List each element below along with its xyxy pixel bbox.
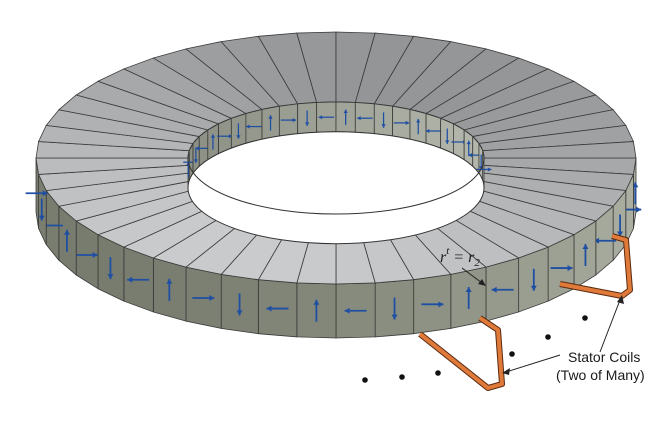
magnet-arrow-head: [468, 153, 472, 158]
coil-leader-1-arrow: [502, 368, 510, 375]
magnet-arrow-head: [567, 265, 573, 272]
magnet-arrow-head: [357, 116, 361, 121]
magnet-arrow-head: [438, 301, 444, 308]
magnet-arrow-head: [344, 307, 350, 314]
magnet-arrow-head: [209, 295, 215, 302]
magnet-arrow-head: [292, 117, 297, 123]
magnet-arrow-head: [530, 285, 537, 291]
magnet-arrow-head: [632, 182, 639, 188]
magnet-arrow-head: [313, 299, 320, 305]
radius-label: rt = r2: [440, 245, 480, 269]
magnet-arrow-head: [343, 109, 348, 114]
coil-leader-2-arrow: [617, 295, 624, 304]
magnet-arrow-head: [491, 286, 497, 293]
dot: [362, 377, 368, 383]
coil-leader-1: [505, 354, 561, 373]
magnet-arrow-head: [127, 276, 133, 283]
radius-leader: [461, 267, 483, 284]
label-leaders: [461, 267, 624, 375]
dot: [509, 351, 515, 357]
coil-leader-2: [599, 299, 621, 353]
dot: [582, 315, 588, 321]
magnet-arrow-head: [445, 140, 450, 144]
svg-text:rt = r2: rt = r2: [440, 245, 480, 269]
stator-coils-label: Stator Coils: [568, 349, 640, 365]
magnet-arrow-head: [318, 115, 323, 120]
stator-coil: [559, 234, 632, 298]
magnet-arrow-head: [268, 115, 273, 119]
magnet-arrow-head: [236, 135, 241, 139]
magnet-arrow-head: [466, 140, 471, 145]
magnet-arrow-head: [38, 215, 45, 221]
radius-superscript: t: [446, 245, 450, 257]
hole-rim: [187, 157, 485, 215]
more-coils-dots: [362, 315, 588, 383]
magnet-arrow-head: [63, 229, 70, 235]
radius-subscript: 2: [474, 257, 480, 269]
outer-side-wall: [25, 157, 642, 339]
magnet-arrow-head: [228, 134, 233, 139]
magnet-arrow-head: [405, 120, 410, 125]
magnet-arrow-head: [107, 274, 114, 280]
magnet-arrow-head: [210, 134, 216, 138]
magnet-arrow-head: [594, 237, 600, 244]
magnet-arrow-head: [266, 305, 272, 312]
stator-coils-sublabel: (Two of Many): [556, 367, 645, 383]
radius-leader-arrow: [478, 279, 486, 286]
magnet-arrow-head: [193, 159, 198, 163]
magnet-arrow-head: [42, 190, 48, 197]
stator-coils: [418, 233, 633, 391]
inner-side-wall: [183, 101, 492, 245]
radius-equals: = r: [449, 249, 475, 266]
radius-symbol: r: [440, 249, 447, 266]
magnet-arrow-head: [582, 244, 589, 250]
magnet-arrow-head: [617, 231, 624, 237]
magnet-arrow-head: [305, 122, 310, 126]
dot: [399, 374, 405, 380]
magnet-arrow-head: [425, 128, 430, 134]
magnet-arrow-head: [381, 124, 386, 128]
magnet-arrow-head: [166, 278, 173, 284]
magnet-arrow-head: [416, 118, 421, 123]
hole-floor: [187, 131, 485, 245]
magnet-arrow-head: [487, 167, 492, 172]
dot: [435, 370, 441, 376]
magnet-arrow-head: [246, 124, 250, 129]
magnet-arrow-head: [636, 206, 642, 213]
magnet-arrow-head: [195, 146, 200, 151]
magnet-arrow-head: [465, 287, 472, 293]
magnet-arrow-head: [92, 252, 98, 259]
stator-coil: [418, 316, 504, 390]
magnet-arrow-head: [391, 314, 398, 320]
magnet-arrow-head: [236, 310, 243, 316]
dot: [545, 334, 551, 340]
